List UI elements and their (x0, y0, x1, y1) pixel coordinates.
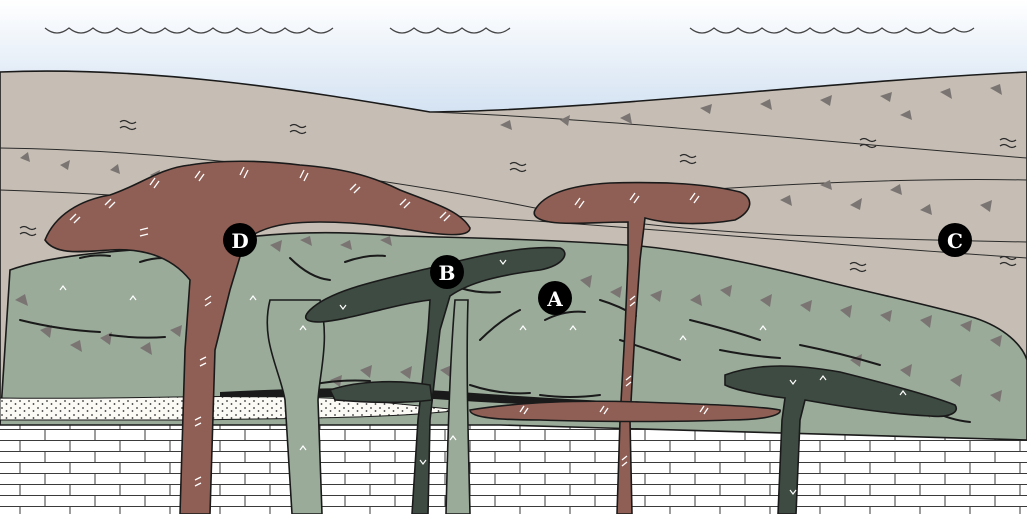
marker-a: A (538, 281, 572, 315)
marker-d-label: D (231, 229, 248, 253)
marker-b-label: B (439, 261, 456, 285)
marker-d: D (223, 223, 257, 257)
marker-a-label: A (546, 287, 563, 311)
marker-c-label: C (947, 229, 963, 253)
marker-c: C (938, 223, 972, 257)
marker-b: B (430, 255, 464, 289)
